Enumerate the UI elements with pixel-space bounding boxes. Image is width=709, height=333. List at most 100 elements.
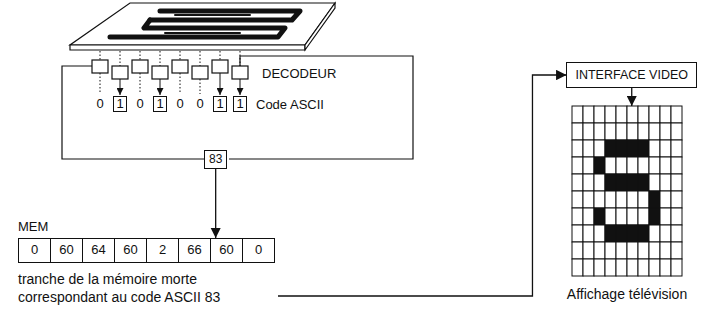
box-text: 60: [219, 242, 233, 257]
pixel: [649, 225, 660, 242]
pixel: [660, 157, 671, 174]
pixel: [594, 242, 605, 259]
memory-cell: 60: [114, 238, 147, 263]
pixel: [660, 259, 671, 276]
pixel: [649, 242, 660, 259]
pixel: [594, 259, 605, 276]
decoder-cell: [132, 60, 148, 73]
pixel: [649, 157, 660, 174]
pixel: [638, 106, 649, 123]
pixel: [616, 157, 627, 174]
box-text: 64: [91, 242, 105, 257]
pixel: [671, 123, 682, 140]
pixel: [627, 191, 638, 208]
pixel: [638, 225, 649, 242]
pixel: [671, 242, 682, 259]
pixel: [638, 208, 649, 225]
box-text: 83: [209, 152, 222, 166]
decoder-cell: [152, 66, 168, 79]
key-contact-line: [180, 51, 181, 60]
box-text: 1: [116, 96, 123, 111]
box-text: 0: [255, 242, 262, 257]
memory-slice: 0606626064600MEMtranche de la mémoire mo…: [18, 238, 278, 306]
decoder-wiring: [92, 51, 248, 95]
pixel: [583, 259, 594, 276]
memory-cell: 64: [82, 238, 115, 263]
key-contact-line: [160, 51, 161, 66]
pixel: [616, 106, 627, 123]
bit-box: 1: [153, 96, 167, 112]
pixel: [616, 242, 627, 259]
pixel: [605, 242, 616, 259]
pixel: [627, 208, 638, 225]
key-contact-line: [140, 51, 141, 60]
pixel: [583, 174, 594, 191]
pixel: [572, 174, 583, 191]
pixel: [594, 191, 605, 208]
pixel: [572, 140, 583, 157]
pixel: [583, 242, 594, 259]
box-text: 60: [123, 242, 137, 257]
pixel: [671, 259, 682, 276]
tv-pixel-grid: Affichage télévision: [572, 106, 682, 276]
bit-line: [100, 73, 101, 94]
bit-line: [140, 73, 141, 94]
decoder-frame: [62, 66, 204, 159]
pixel: [671, 225, 682, 242]
pixel: [594, 123, 605, 140]
pixel: [649, 123, 660, 140]
pixel: [660, 208, 671, 225]
memory-cell: 2: [146, 238, 179, 263]
bit-line: [200, 79, 201, 94]
key-contact-traces: [165, 32, 240, 34]
pixel: [616, 123, 627, 140]
pixel: [627, 242, 638, 259]
memory-cell: 60: [210, 238, 243, 263]
memory-caption: tranche de la mémoire morte correspondan…: [18, 270, 268, 306]
pixel: [671, 191, 682, 208]
pixel: [605, 106, 616, 123]
key-contact-traces: [175, 14, 250, 16]
pixel: [660, 225, 671, 242]
pixel: [649, 106, 660, 123]
box-text: INTERFACE VIDEO: [575, 68, 688, 82]
pixel: [660, 242, 671, 259]
pixel: [649, 208, 660, 225]
pixel: [627, 123, 638, 140]
connector-arrow: [215, 169, 216, 238]
key-contact-line: [200, 51, 201, 66]
pixel: [583, 123, 594, 140]
video-interface-box: INTERFACE VIDEO: [566, 62, 697, 88]
pixel: [572, 225, 583, 242]
box-text: 1: [156, 96, 163, 111]
pixel: [638, 140, 649, 157]
pixel: [605, 225, 616, 242]
decoder-cell: [232, 66, 248, 79]
key-contact-traces: [150, 11, 300, 20]
pixel: [627, 174, 638, 191]
pixel: [627, 106, 638, 123]
pixel: [638, 242, 649, 259]
key-contact-line: [220, 51, 221, 60]
pixel: [649, 140, 660, 157]
pixel: [671, 157, 682, 174]
key-contact-traces: [110, 20, 285, 37]
decoder-cell: [212, 60, 228, 73]
bit-value: 0: [133, 97, 147, 111]
pixel: [572, 191, 583, 208]
pixel: [594, 157, 605, 174]
pixel: [649, 191, 660, 208]
bit-value: 0: [193, 97, 207, 111]
key-contact-line: [120, 51, 121, 66]
box-text: 1: [236, 96, 243, 111]
decoder-frame: [62, 56, 413, 159]
box-text: 1: [216, 96, 223, 111]
bit-box: 1: [113, 96, 127, 112]
box-text: 60: [59, 242, 73, 257]
pixel: [572, 208, 583, 225]
key-plate: [70, 3, 335, 45]
key-contact-traces: [110, 11, 300, 37]
pixel: [638, 174, 649, 191]
pixel: [572, 123, 583, 140]
